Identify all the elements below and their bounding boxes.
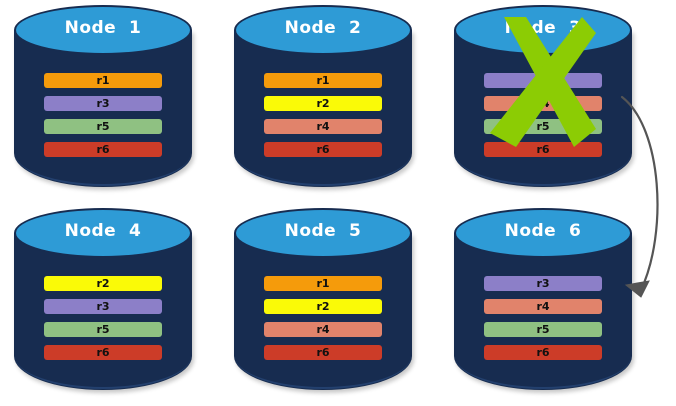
replica-bar-r6[interactable]: r6 (44, 345, 162, 360)
node-label: Node 1 (64, 18, 142, 38)
cylinder-top-ellipse (454, 208, 632, 258)
node-cylinder-4[interactable]: r2 r3 r5 r6 Node 4 (14, 208, 192, 390)
replica-bar-r4[interactable]: r4 (264, 119, 382, 134)
replica-bar-r3[interactable]: r3 (484, 276, 602, 291)
replica-bar-r5[interactable]: r5 (484, 322, 602, 337)
node-cylinder-2[interactable]: r1 r2 r4 r6 Node 2 (234, 5, 412, 187)
replica-bar-r4[interactable]: r4 (264, 322, 382, 337)
replica-bar-r5[interactable]: r5 (484, 119, 602, 134)
replica-bar-r6[interactable]: r6 (264, 142, 382, 157)
node-label: Node 3 (504, 18, 582, 38)
node-cylinder-3[interactable]: r3 r4 r5 r6 Node 3 (454, 5, 632, 187)
replica-bar-r2[interactable]: r2 (44, 276, 162, 291)
replica-bar-r2[interactable]: r2 (264, 299, 382, 314)
replica-bar-r3[interactable]: r3 (44, 299, 162, 314)
replica-bar-r1[interactable]: r1 (44, 73, 162, 88)
replica-list: r1 r2 r4 r6 (264, 276, 382, 360)
node-cylinder-5[interactable]: r1 r2 r4 r6 Node 5 (234, 208, 412, 390)
replica-bar-r3[interactable]: r3 (44, 96, 162, 111)
replica-bar-r6[interactable]: r6 (484, 142, 602, 157)
replica-list: r3 r4 r5 r6 (484, 73, 602, 157)
cylinder-top-ellipse (234, 5, 412, 55)
node-cylinder-6[interactable]: r3 r4 r5 r6 Node 6 (454, 208, 632, 390)
replica-list: r2 r3 r5 r6 (44, 276, 162, 360)
replica-bar-r1[interactable]: r1 (264, 276, 382, 291)
node-label: Node 5 (284, 221, 362, 241)
replica-list: r1 r3 r5 r6 (44, 73, 162, 157)
cylinder-top-ellipse (14, 208, 192, 258)
replica-bar-r6[interactable]: r6 (44, 142, 162, 157)
cylinder-top-ellipse (14, 5, 192, 55)
replica-bar-r5[interactable]: r5 (44, 322, 162, 337)
replica-bar-r3[interactable]: r3 (484, 73, 602, 88)
replica-list: r3 r4 r5 r6 (484, 276, 602, 360)
replica-bar-r2[interactable]: r2 (264, 96, 382, 111)
replica-bar-r4[interactable]: r4 (484, 96, 602, 111)
replica-bar-r1[interactable]: r1 (264, 73, 382, 88)
cylinder-top-ellipse (234, 208, 412, 258)
replica-bar-r5[interactable]: r5 (44, 119, 162, 134)
replica-list: r1 r2 r4 r6 (264, 73, 382, 157)
replica-bar-r6[interactable]: r6 (484, 345, 602, 360)
replica-bar-r6[interactable]: r6 (264, 345, 382, 360)
node-label: Node 4 (64, 221, 142, 241)
node-label: Node 6 (504, 221, 582, 241)
node-cylinder-1[interactable]: r1 r3 r5 r6 Node 1 (14, 5, 192, 187)
replica-bar-r4[interactable]: r4 (484, 299, 602, 314)
node-label: Node 2 (284, 18, 362, 38)
